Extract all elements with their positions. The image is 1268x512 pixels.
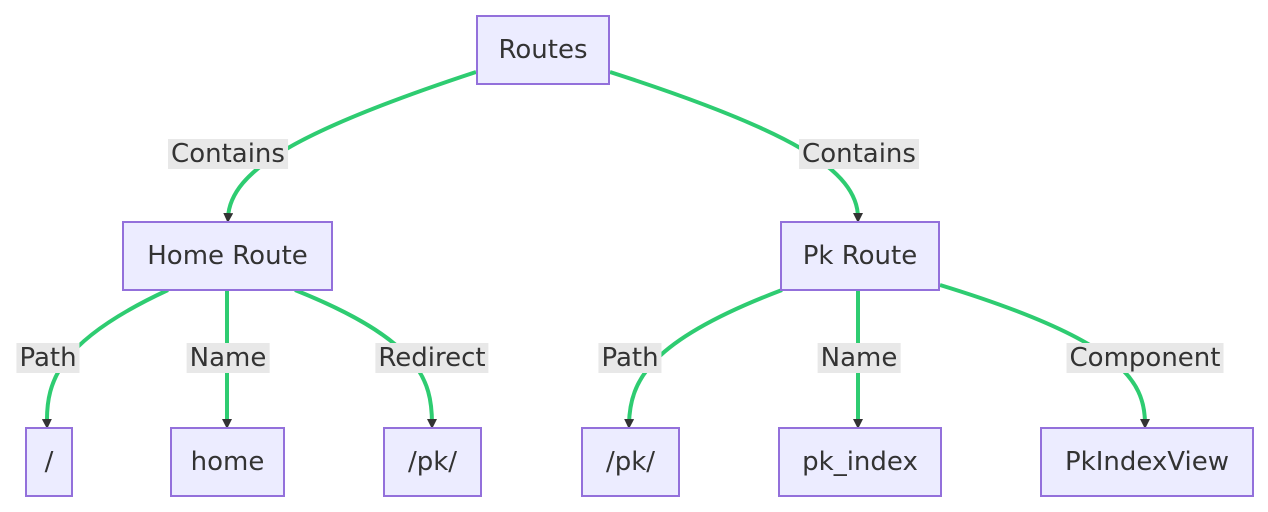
node-home-redirect: /pk/ xyxy=(383,427,482,497)
edge-label-home-redirect: Redirect xyxy=(375,343,489,373)
edge-label-home-name: Name xyxy=(186,343,270,373)
edge-label-pk-path: Path xyxy=(598,343,662,373)
edge-label-home-path: Path xyxy=(16,343,80,373)
edge-label-pk-name: Name xyxy=(817,343,901,373)
node-pk-path: /pk/ xyxy=(581,427,680,497)
edge-label-contains-pk: Contains xyxy=(799,139,919,169)
node-home-name: home xyxy=(170,427,285,497)
node-pk-component: PkIndexView xyxy=(1040,427,1254,497)
node-pk-name: pk_index xyxy=(778,427,942,497)
edge-label-pk-component: Component xyxy=(1066,343,1224,373)
node-routes: Routes xyxy=(476,15,610,85)
node-pk-route: Pk Route xyxy=(780,221,940,291)
node-home-route: Home Route xyxy=(122,221,333,291)
node-home-path: / xyxy=(25,427,73,497)
edge-label-contains-home: Contains xyxy=(168,139,288,169)
